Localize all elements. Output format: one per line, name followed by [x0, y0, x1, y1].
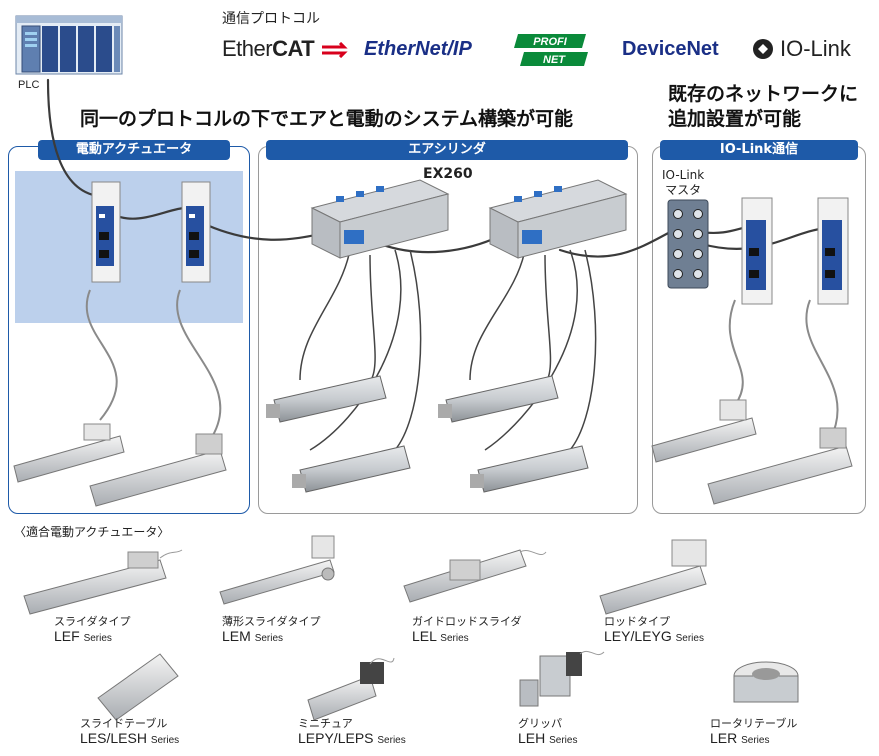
product-lepy-suffix: Series [377, 735, 406, 746]
product-les-jp: スライドテーブル [80, 717, 168, 730]
product-image-ler [733, 661, 799, 703]
profinet-logo: PROFI NET [514, 34, 588, 66]
product-lem-suffix: Series [254, 633, 284, 644]
product-ler-suffix: Series [741, 735, 770, 746]
plc-label: PLC [18, 79, 40, 91]
product-lel-suffix: Series [440, 633, 469, 644]
product-lef-series: LEF [54, 628, 80, 644]
panel-electric-actuator [8, 146, 250, 514]
ethernetip-logo: EtherNet/IP [364, 38, 472, 60]
ethercat-arrow-icon [321, 42, 348, 59]
product-image-lef [23, 549, 183, 615]
headline-right: 既存のネットワークに 追加設置が可能 [668, 82, 858, 132]
product-leh-suffix: Series [549, 735, 578, 746]
product-lef: スライダタイプ LEF Series [54, 614, 131, 646]
devicenet-logo: DeviceNet [622, 38, 719, 60]
ex260-label: EX260 [423, 166, 473, 182]
product-lepy: ミニチュア LEPY/LEPS Series [298, 716, 406, 748]
product-les-series: LES/LESH [80, 730, 147, 746]
profinet-top-text: PROFI [533, 36, 568, 48]
panel-iolink [652, 146, 866, 514]
product-lepy-series: LEPY/LEPS [298, 730, 374, 746]
product-lef-jp: スライダタイプ [54, 615, 131, 628]
panel-header-iolink: IO-Link通信 [660, 140, 858, 160]
product-lef-suffix: Series [83, 633, 112, 644]
product-image-leh [519, 650, 605, 707]
product-ler: ロータリテーブル LER Series [710, 716, 797, 748]
headline-right-line1: 既存のネットワークに [668, 83, 859, 105]
product-lepy-jp: ミニチュア [298, 717, 353, 730]
product-image-lel [403, 549, 547, 603]
ethercat-logo-text-a: Ether [222, 36, 273, 61]
product-lem: 薄形スライダタイプ LEM Series [222, 614, 321, 646]
panel-header-electric: 電動アクチュエータ [38, 140, 230, 160]
profinet-bottom-text: NET [543, 54, 566, 66]
product-ley-suffix: Series [675, 633, 704, 644]
product-leh-jp: グリッパ [518, 717, 562, 730]
product-image-lem [219, 535, 335, 605]
iolink-logo: IO-Link [752, 36, 851, 62]
plc-unit [15, 15, 123, 75]
product-lel-series: LEL [412, 628, 437, 644]
ethercat-logo: EtherCAT [222, 36, 354, 62]
iolink-master-line2: マスタ [665, 183, 702, 197]
product-ley-series: LEY/LEYG [604, 628, 672, 644]
iolink-master-line1: IO-Link [662, 168, 705, 182]
compat-title: 〈適合電動アクチュエータ〉 [14, 525, 170, 539]
iolink-logo-text: IO-Link [780, 36, 851, 61]
product-lel-jp: ガイドロッドスライダ [412, 615, 522, 628]
product-ley: ロッドタイプ LEY/LEYG Series [604, 614, 704, 646]
product-lel: ガイドロッドスライダ LEL Series [412, 614, 522, 646]
product-lem-jp: 薄形スライダタイプ [222, 615, 321, 628]
ethercat-logo-text-b: CAT [272, 36, 315, 61]
product-image-lepy [307, 657, 395, 721]
product-ler-jp: ロータリテーブル [710, 717, 798, 730]
product-image-ley [599, 539, 707, 615]
product-lem-series: LEM [222, 628, 251, 644]
headline-right-line2: 追加設置が可能 [668, 108, 802, 130]
product-leh-series: LEH [518, 730, 546, 746]
protocol-title: 通信プロトコル [222, 11, 320, 27]
iolink-logo-icon [753, 39, 773, 59]
product-ley-jp: ロッドタイプ [604, 615, 670, 628]
electric-blue-area [15, 171, 243, 323]
iolink-master-label: IO-Link マスタ [662, 168, 704, 198]
headline: 同一のプロトコルの下でエアと電動のシステム構築が可能 [80, 108, 574, 130]
product-image-les [97, 653, 179, 721]
product-ler-series: LER [710, 730, 738, 746]
product-les: スライドテーブル LES/LESH Series [80, 716, 179, 748]
product-les-suffix: Series [150, 735, 180, 746]
panel-air-cylinder [258, 146, 638, 514]
product-leh: グリッパ LEH Series [518, 716, 577, 748]
panel-header-air: エアシリンダ [266, 140, 628, 160]
product-illustrations [23, 535, 799, 721]
